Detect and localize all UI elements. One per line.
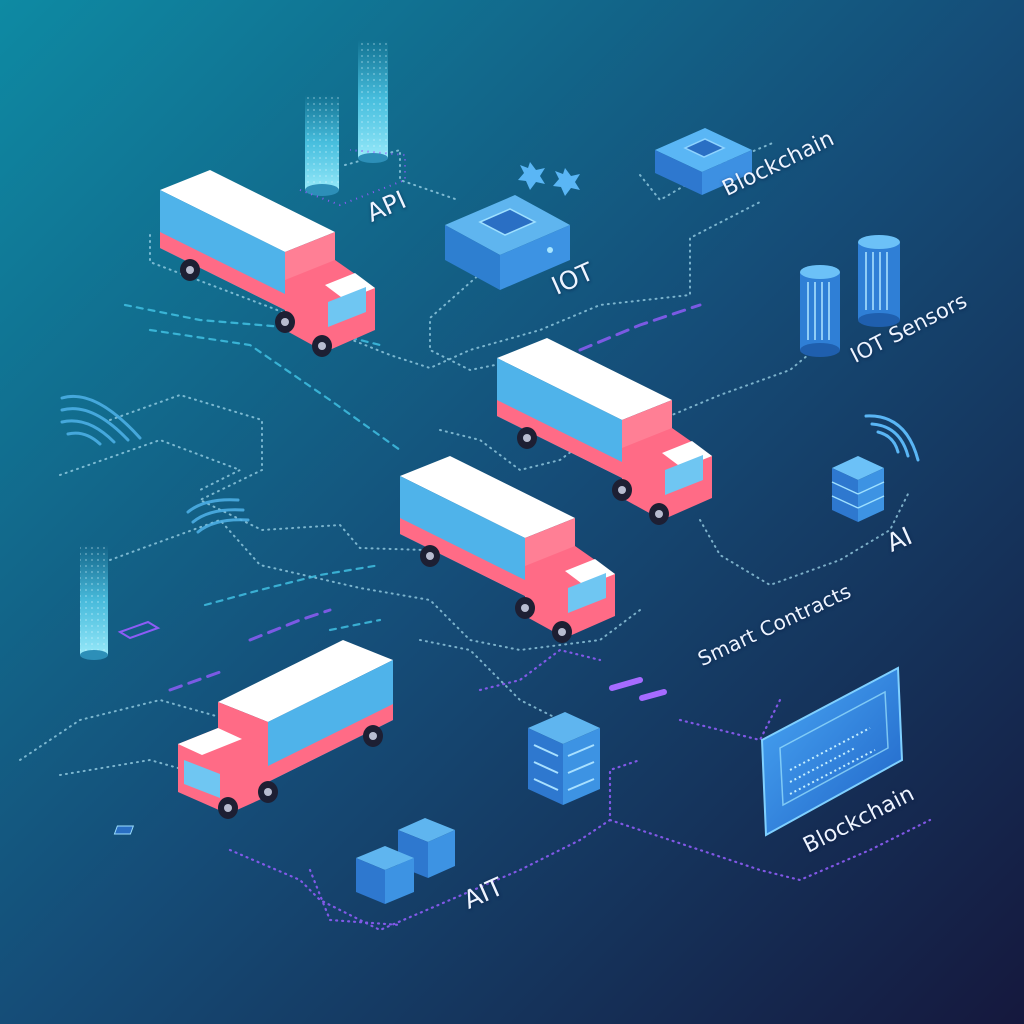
path-top [149, 201, 761, 370]
path-purple-bottom [228, 758, 642, 932]
server-tower-icon [299, 40, 406, 207]
path-api [344, 148, 459, 201]
delivery-truck-icon [160, 170, 375, 357]
dash-cyan-2 [148, 328, 402, 452]
path-purple-smart [678, 698, 782, 742]
chip-block-icon [655, 128, 752, 195]
display-panel-icon [760, 666, 904, 837]
sparkle-icon [518, 162, 580, 196]
iot-device-icon [445, 195, 570, 290]
dash-purple-1 [578, 303, 702, 352]
server-rack-icon [528, 712, 600, 805]
signal-lines-icon [186, 498, 250, 534]
path-center [109, 518, 641, 652]
delivery-truck-icon [178, 640, 393, 819]
path-purple-ait [308, 868, 402, 927]
cube-icon [356, 846, 414, 904]
wireless-signal-icon [864, 414, 920, 462]
fingerprint-icon [60, 394, 142, 446]
signal-bar-1 [609, 677, 643, 691]
delivery-truck-icon [497, 338, 712, 525]
server-tower-icon [80, 545, 161, 660]
dash-cyan-3 [203, 563, 382, 607]
path-left-low [19, 698, 231, 761]
dash-cyan-4 [328, 618, 382, 632]
path-iot [429, 264, 521, 372]
dash-purple-3 [168, 670, 222, 692]
database-stack-icon [831, 456, 885, 522]
network-paths [19, 141, 932, 932]
delivery-truck-icon [400, 456, 615, 643]
signal-bar-2 [639, 689, 667, 701]
sensor-cylinder-icon [858, 235, 900, 327]
path-left-mid [109, 393, 426, 551]
sensor-cylinder-icon [800, 265, 840, 357]
path-lower-center [419, 639, 561, 721]
path-purple-mid [478, 648, 602, 692]
path-purple-right [608, 818, 932, 882]
